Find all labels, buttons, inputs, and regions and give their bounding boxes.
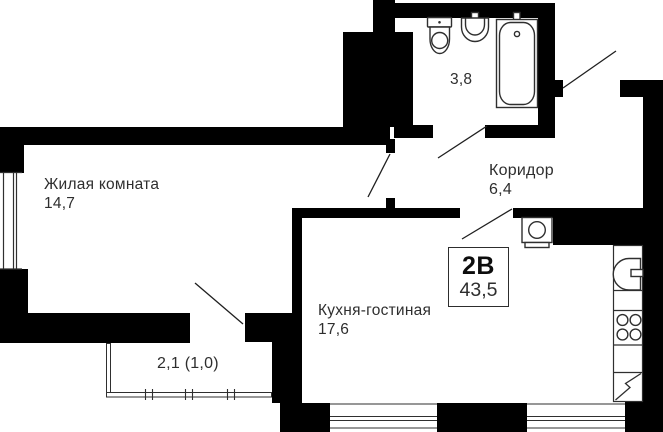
wall-segment xyxy=(386,198,395,208)
kitchen-window-left xyxy=(330,403,437,429)
balcony-label: 2,1 (1,0) xyxy=(157,354,219,373)
living-room-name: Жилая комната xyxy=(44,176,160,193)
living-room-area: 14,7 xyxy=(44,195,76,212)
balcony-railing xyxy=(106,343,272,400)
unit-code: 2В xyxy=(462,252,495,280)
bathroom-area: 3,8 xyxy=(450,71,473,88)
stove-icon xyxy=(616,313,642,341)
wall-segment xyxy=(374,3,554,18)
unit-badge: 2В 43,5 xyxy=(448,247,509,307)
corridor-area: 6,4 xyxy=(489,181,512,198)
washing-machine-icon xyxy=(521,216,553,249)
wall-segment xyxy=(0,127,390,145)
wall-segment xyxy=(485,125,555,138)
living-room-label: Жилая комната 14,7 xyxy=(44,175,159,213)
wall-segment xyxy=(394,125,433,138)
kitchen-sink-icon xyxy=(612,257,644,291)
kitchen-window-right xyxy=(527,403,625,429)
unit-total-area: 43,5 xyxy=(459,279,498,301)
wall-segment xyxy=(513,208,643,218)
wall-segment xyxy=(0,313,190,343)
entrance-door-swing xyxy=(562,50,617,89)
bathroom-label: 3,8 xyxy=(450,70,472,89)
sink-icon xyxy=(460,11,490,43)
wall-segment xyxy=(555,80,563,97)
wall-segment xyxy=(620,80,663,97)
fridge-icon xyxy=(615,372,642,401)
corridor-label: Коридор 6,4 xyxy=(489,161,554,199)
corridor-name: Коридор xyxy=(489,162,554,179)
wall-segment xyxy=(343,32,413,127)
kitchen-living-name: Кухня-гостиная xyxy=(318,302,432,319)
wall-segment xyxy=(272,342,302,403)
wall-segment xyxy=(386,139,395,153)
wall-segment xyxy=(280,403,330,432)
living-room-door-swing xyxy=(367,153,391,198)
toilet-icon xyxy=(426,16,453,55)
wall-segment xyxy=(538,3,555,135)
bathroom-door-swing xyxy=(437,125,488,159)
wall-segment xyxy=(437,403,527,432)
living-room-window xyxy=(0,171,22,270)
wall-segment xyxy=(292,208,302,342)
wall-segment xyxy=(0,127,24,173)
balcony-area: 2,1 (1,0) xyxy=(157,355,219,372)
wall-segment xyxy=(625,402,663,432)
bathtub-icon xyxy=(495,11,539,109)
railing-ticks xyxy=(144,389,236,400)
kitchen-living-label: Кухня-гостиная 17,6 xyxy=(318,301,431,339)
kitchen-door-swing xyxy=(461,208,513,240)
wall-segment xyxy=(292,208,460,218)
balcony-door-swing xyxy=(194,282,244,325)
wall-segment xyxy=(643,97,663,432)
wall-segment xyxy=(373,0,395,35)
door-swings xyxy=(194,50,617,325)
kitchen-living-area: 17,6 xyxy=(318,321,350,338)
